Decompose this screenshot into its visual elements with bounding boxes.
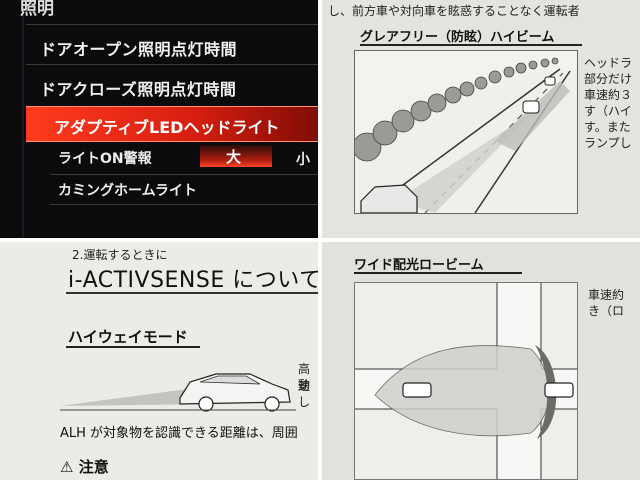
manual-text-line: し、前方車や対向車を眩惑することなく運転者: [328, 4, 580, 18]
side-text-line: ランプし: [584, 136, 632, 150]
side-text-line: 動し: [298, 378, 311, 409]
menu-item-coming-home-light[interactable]: カミングホームライト: [58, 183, 197, 199]
chapter-label: 2.運転するときに: [72, 248, 168, 262]
section-heading: ハイウェイモード: [68, 328, 188, 346]
side-text-line: 高速: [298, 362, 311, 393]
menu-item-light-on-warning[interactable]: ライトON警報: [58, 151, 152, 167]
side-text-line: き（ロ: [588, 304, 625, 318]
chapter-title: i-ACTIVSENSE について: [68, 268, 318, 293]
road-illustration: [352, 50, 578, 214]
manual-page-glare-free: し、前方車や対向車を眩惑することなく運転者 グレアフリー（防眩）ハイビーム: [322, 0, 640, 238]
side-text-line: 部分だけ: [584, 72, 633, 86]
menu-divider: [50, 174, 318, 175]
menu-item-door-close-light-time[interactable]: ドアクローズ照明点灯時間: [40, 80, 237, 99]
intersection-drawing: [355, 283, 577, 479]
car-beam-illustration: [60, 373, 296, 412]
warning-icon: ⚠: [60, 458, 74, 476]
heading-underline: [66, 346, 200, 348]
menu-divider: [50, 204, 318, 205]
side-text-line: す。また: [584, 120, 631, 134]
heading-underline: [354, 272, 522, 274]
option-large[interactable]: 大: [200, 145, 272, 167]
body-text: ALH が対象物を認識できる距離は、周囲: [60, 426, 298, 441]
warning-label: 注意: [78, 458, 109, 476]
section-heading: ワイド配光ロービーム: [354, 258, 484, 273]
menu-divider: [26, 64, 318, 65]
manual-page-i-activsense: 2.運転するときに i-ACTIVSENSE について ハイウェイモード 高速 …: [0, 242, 318, 480]
selected-item-label: アダプティブLEDヘッドライト: [54, 118, 280, 137]
title-underline: [66, 292, 318, 294]
side-text-line: 車速約３: [584, 88, 633, 102]
manual-page-wide-low-beam: ワイド配光ロービーム 車速約 き（ロ: [322, 242, 640, 480]
intersection-illustration: [354, 282, 578, 480]
menu-item-adaptive-led-headlight[interactable]: アダプティブLEDヘッドライト: [26, 106, 318, 142]
menu-title: 照明: [20, 0, 54, 19]
side-text-line: 車速約: [588, 288, 625, 302]
menu-divider: [26, 24, 318, 25]
heading-underline: [360, 44, 582, 46]
option-large-label: 大: [226, 148, 242, 166]
menu-frame-line: [22, 0, 24, 238]
car-display-menu-panel: 照明 ドアオープン照明点灯時間 ドアクローズ照明点灯時間 アダプティブLEDヘッ…: [0, 0, 318, 238]
menu-item-door-open-light-time[interactable]: ドアオープン照明点灯時間: [40, 40, 238, 59]
side-text-line: す（ハイ: [584, 104, 632, 118]
section-heading: グレアフリー（防眩）ハイビーム: [360, 30, 555, 45]
road-scene-drawing: [352, 51, 577, 214]
option-small[interactable]: 小: [296, 152, 310, 168]
side-text-line: ヘッドラ: [584, 56, 633, 70]
warning-heading: ⚠ 注意: [60, 456, 109, 477]
